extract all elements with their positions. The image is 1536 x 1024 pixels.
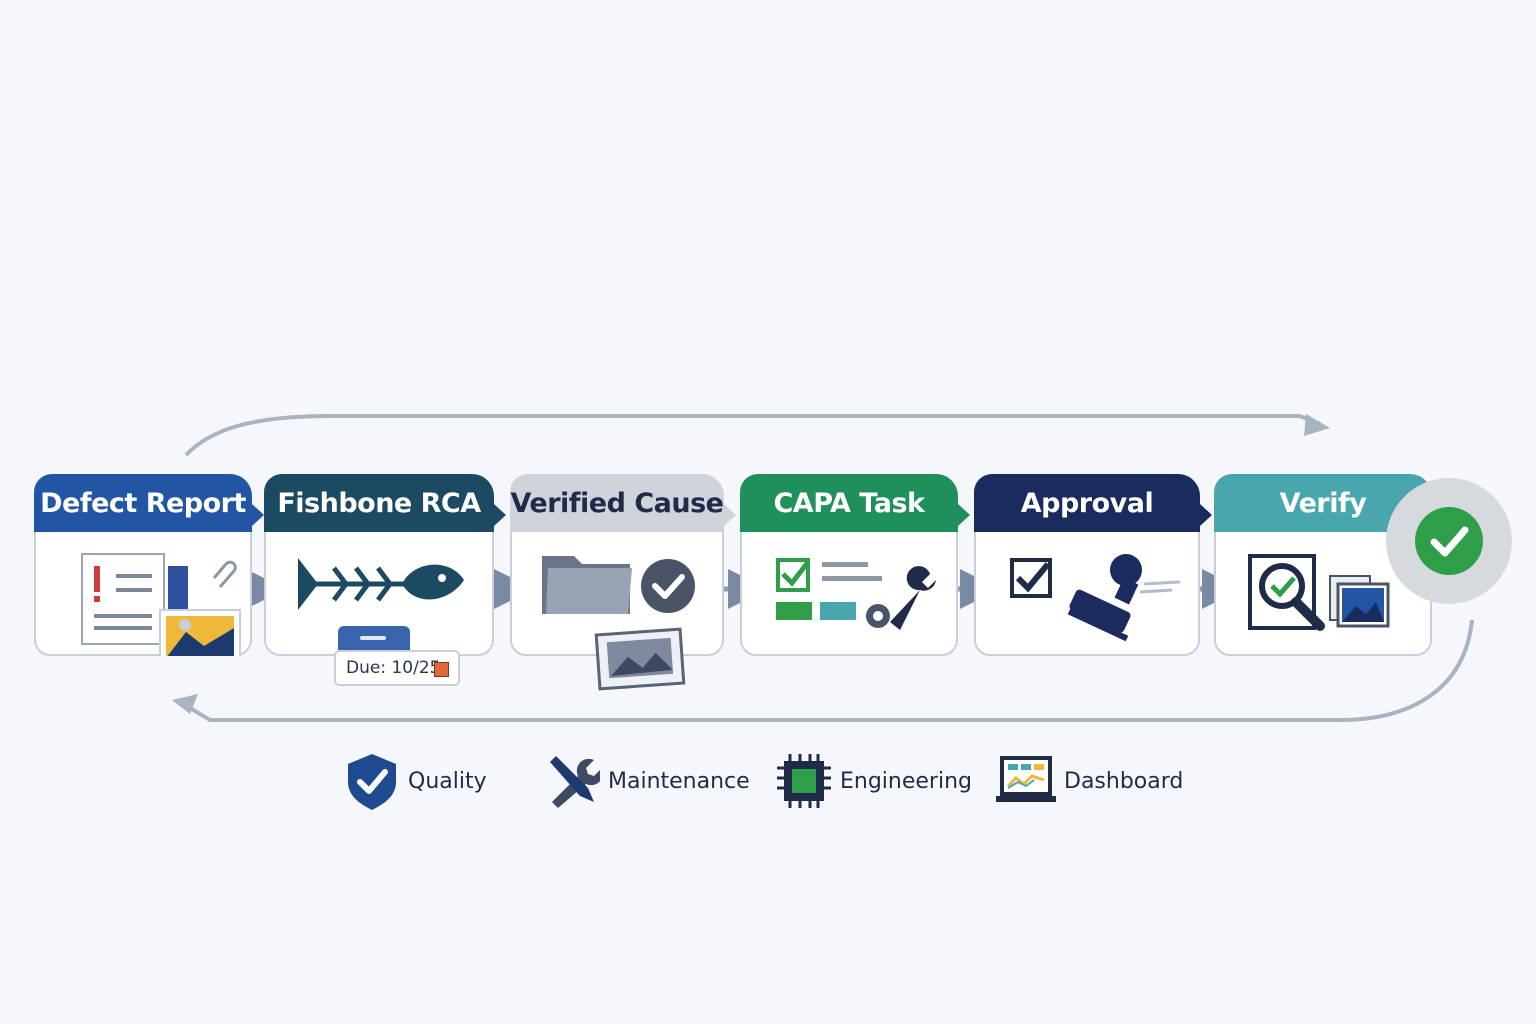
verified-cause-icon (542, 556, 695, 691)
laptop-chart-icon (996, 756, 1056, 802)
due-date-text: Due: 10/25 (346, 658, 441, 678)
chip-icon (777, 754, 831, 808)
legend-label: Quality (408, 768, 487, 794)
step-verified-cause[interactable]: Verified Cause (510, 474, 736, 691)
legend-engineering: Engineering (776, 752, 972, 810)
step-label: Defect Report (40, 487, 246, 519)
capa-task-icon (776, 558, 936, 630)
step-header: CAPA Task (740, 474, 970, 532)
step-defect-report[interactable]: Defect Report (34, 474, 264, 656)
approval-stamp-icon (1010, 554, 1181, 642)
legend-label: Maintenance (608, 768, 750, 794)
due-date-chip: Due: 10/25 (334, 650, 460, 686)
step-verify[interactable]: Verify (1214, 474, 1444, 656)
wrench-screwdriver-icon (550, 756, 600, 808)
step-label: Verified Cause (510, 487, 724, 519)
step-capa-task[interactable]: CAPA Task (740, 474, 970, 656)
due-flag-icon (434, 662, 449, 677)
step-header: Defect Report (34, 474, 264, 532)
fishbone-icon (298, 558, 464, 610)
step-label: Fishbone RCA (277, 487, 481, 519)
legend-maintenance: Maintenance (544, 752, 750, 810)
step-header: Fishbone RCA (264, 474, 506, 532)
step-label: Approval (1020, 487, 1154, 519)
step-approval[interactable]: Approval (974, 474, 1212, 656)
step-header: Approval (974, 474, 1212, 532)
bottom-loop-arrow (188, 619, 1474, 722)
defect-report-icon (81, 553, 241, 656)
step-label: Verify (1279, 487, 1367, 519)
check-circle-icon (1415, 507, 1483, 575)
legend-label: Engineering (840, 768, 972, 794)
top-loop-arrow (184, 414, 1321, 457)
step-header: Verified Cause (510, 474, 736, 532)
shield-check-icon (348, 754, 396, 810)
legend-dashboard: Dashboard (996, 752, 1183, 810)
step-label: CAPA Task (773, 487, 925, 519)
legend-label: Dashboard (1064, 768, 1184, 794)
completion-badge (1386, 478, 1512, 604)
verify-inspect-icon (1248, 554, 1390, 631)
calendar-tab-icon (338, 626, 410, 652)
legend-quality: Quality (344, 752, 487, 810)
